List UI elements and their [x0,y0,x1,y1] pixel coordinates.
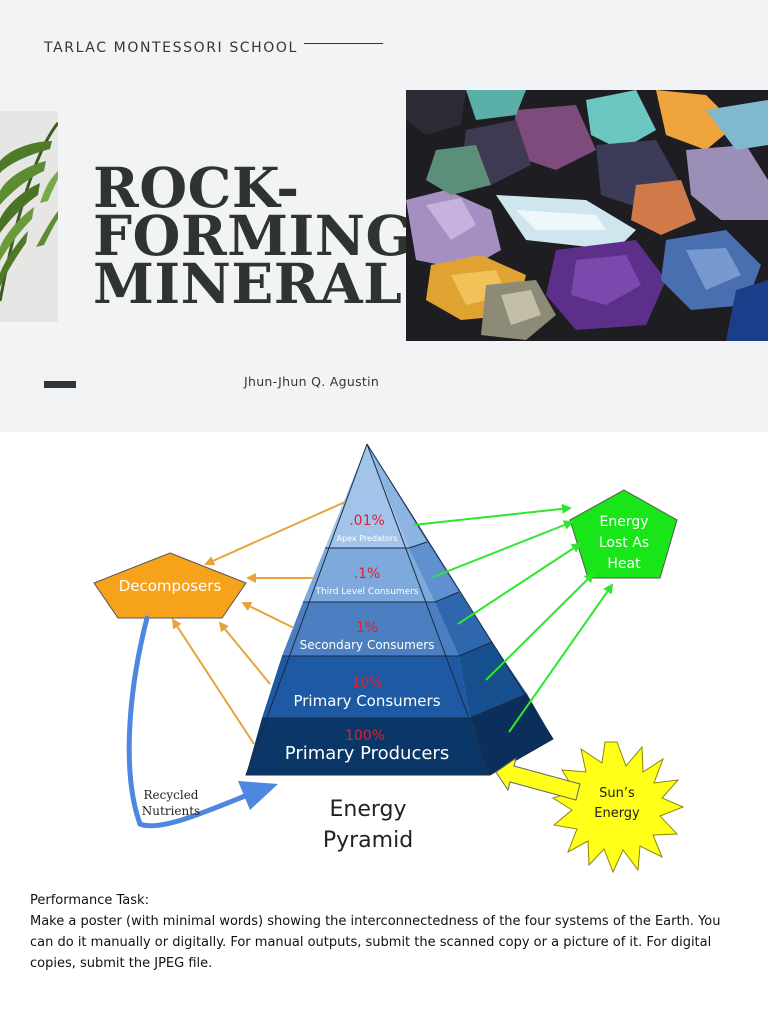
sun-line-1: Sun’s [599,786,635,801]
tier-secondary [282,602,459,656]
primary-producers-label: Primary Producers [284,743,450,764]
school-name: TARLAC MONTESSORI SCHOOL [44,40,298,56]
sun-icon [551,741,685,874]
title-line-3: MINERAL [93,251,403,316]
decomposers-pentagon [93,552,247,619]
school-underline [304,43,383,44]
recycled-line-1: Recycled [143,788,199,802]
task-body: Make a poster (with minimal words) showi… [30,914,721,971]
heat-line-1: Energy [599,514,649,530]
recycled-line-2: Nutrients [141,804,201,818]
title-slide: TARLAC MONTESSORI SCHOOL ROCK- FORMING M… [0,0,768,432]
title-line-1: ROCK- [93,155,300,220]
palm-leaf-image [0,111,58,322]
heat-line-3: Heat [607,556,641,572]
apex-label: Apex Predators [336,534,398,543]
third-level-percent: .1% [353,566,381,582]
minerals-photo [406,90,768,341]
recycled-nutrients-arrow [126,615,253,829]
primary-consumers-percent: 10% [351,675,383,691]
task-heading: Performance Task: [30,893,149,908]
tier-primary-producers [246,718,490,775]
author-name: Jhun-Jhun Q. Agustin [244,374,380,389]
heat-loss-arrows [412,503,614,733]
energy-pyramid-diagram: .01% Apex Predators .1% Third Level Cons… [0,432,768,880]
third-level-label: Third Level Consumers [315,587,419,597]
decomposers-label: Decomposers [118,577,222,595]
secondary-label: Secondary Consumers [299,638,435,652]
sun-label: Sun’s Energy [594,784,640,824]
diagram-title-line-2: Pyramid [322,828,414,853]
recycled-nutrients-label: Recycled Nutrients [142,787,200,819]
accent-dash [44,381,76,388]
tier-third-level [303,548,435,602]
presentation-title: ROCK- FORMING MINERAL [93,155,414,316]
heat-line-2: Lost As [598,535,650,551]
heat-pentagon [569,489,678,579]
tier-apex [325,444,409,548]
sun-energy-arrow [495,756,581,801]
sun-line-2: Energy [594,806,640,821]
secondary-percent: 1% [355,620,379,636]
decomposer-arrows [171,501,346,745]
performance-task: Performance Task: Make a poster (with mi… [30,890,746,974]
title-line-2: FORMING [93,203,414,268]
apex-percent: .01% [349,513,385,529]
tier-primary-consumers [262,656,470,718]
diagram-title-line-1: Energy [329,797,407,822]
heat-label: Energy Lost As Heat [599,512,649,575]
primary-producers-percent: 100% [344,728,386,744]
primary-consumers-label: Primary Consumers [293,692,441,710]
pyramid-graphic [93,443,685,874]
diagram-title: Energy Pyramid [323,794,413,856]
